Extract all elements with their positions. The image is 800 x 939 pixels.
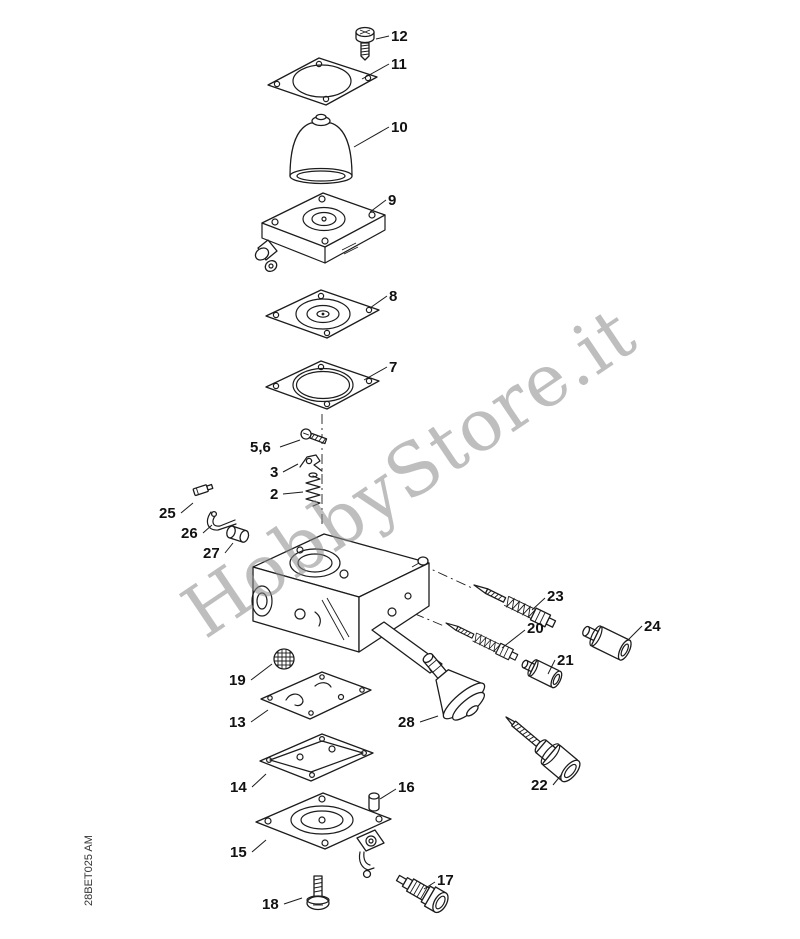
callout-11: 11: [391, 56, 407, 73]
callout-18: 18: [262, 896, 279, 913]
callout-12: 12: [391, 28, 408, 45]
callout-21: 21: [557, 652, 574, 669]
part-screw-top: [355, 26, 375, 61]
callout-8: 8: [389, 288, 397, 305]
part-screw-bottom: [306, 875, 330, 911]
part-mesh-screen: [273, 648, 295, 670]
callout-22: 22: [531, 777, 548, 794]
part-needle-high: [473, 584, 557, 628]
part-pump-plate: [259, 733, 374, 782]
part-diaphragm: [265, 289, 380, 339]
part-metering-lever: [299, 454, 323, 472]
callout-28: 28: [398, 714, 415, 731]
part-screw-long: [505, 716, 581, 783]
callout-14: 14: [230, 779, 247, 796]
callout-25: 25: [159, 505, 176, 522]
part-plug: [368, 792, 380, 812]
part-pump-gasket: [260, 671, 372, 720]
part-cap-small: [521, 659, 563, 689]
part-sleeve: [226, 525, 250, 543]
part-clip: [192, 483, 214, 497]
part-spring: [305, 472, 321, 507]
part-screw-small: [300, 428, 328, 445]
callout-9: 9: [388, 192, 396, 209]
part-dome-cap: [289, 113, 353, 185]
callout-24: 24: [644, 618, 661, 635]
callout-19: 19: [229, 672, 246, 689]
part-gasket: [265, 360, 380, 410]
part-bracket: [206, 510, 237, 531]
part-plunger: [422, 652, 486, 721]
part-top-gasket: [267, 57, 378, 106]
part-pump-body: [254, 192, 386, 272]
part-valve: [395, 874, 449, 914]
callout-5-6: 5,6: [250, 439, 271, 456]
callout-16: 16: [398, 779, 415, 796]
callout-26: 26: [181, 525, 198, 542]
callout-leader-lines: [180, 35, 643, 905]
callout-3: 3: [270, 464, 278, 481]
callout-13: 13: [229, 714, 246, 731]
callout-15: 15: [230, 844, 247, 861]
part-bottom-cover: [255, 792, 392, 879]
callout-17: 17: [437, 872, 454, 889]
callout-27: 27: [203, 545, 220, 562]
callout-23: 23: [547, 588, 564, 605]
callout-20: 20: [527, 620, 544, 637]
part-cap-large: [582, 625, 632, 661]
part-needle-low: [445, 622, 519, 661]
callout-2: 2: [270, 486, 278, 503]
callout-10: 10: [391, 119, 408, 136]
callout-7: 7: [389, 359, 397, 376]
plate-code-text: 28BET025 AM: [83, 835, 95, 906]
